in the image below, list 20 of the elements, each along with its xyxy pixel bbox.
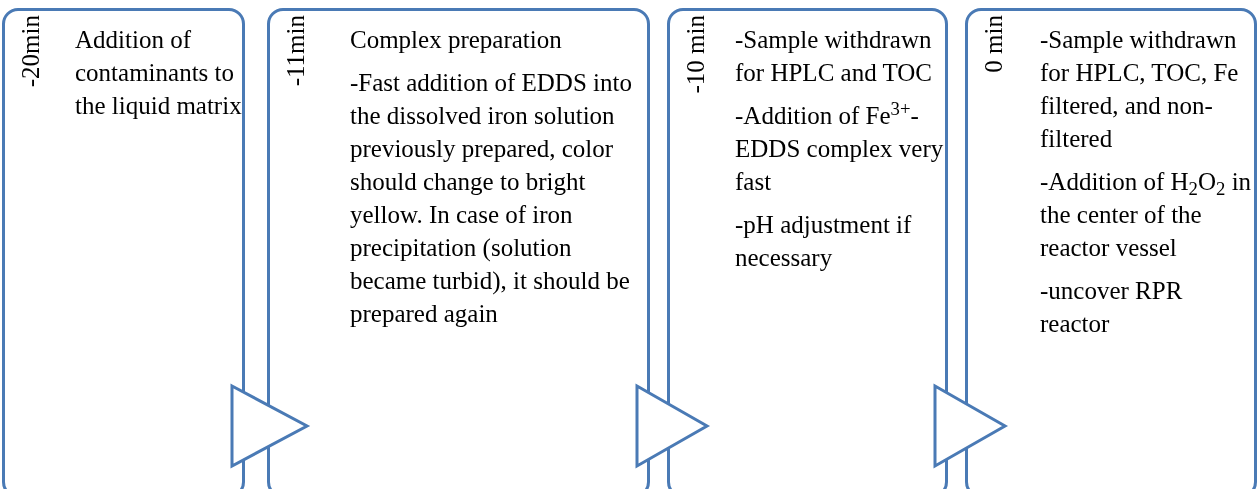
time-label: 0 min (980, 15, 1008, 73)
step-text: -uncover RPR reactor (1040, 276, 1184, 339)
step-text: -Sample withdrawn for HPLC and TOC (735, 25, 933, 88)
step-text: -Addition of H$_{2}$O$_{2}$ in the center of the reactor vessel (1040, 167, 1253, 263)
time-label: -20min (17, 15, 45, 88)
time-label: -10 min (682, 15, 710, 94)
step-text: -Addition of Fe$^{3+}$-EDDS complex very fast (735, 99, 945, 197)
chevron-arrow (230, 383, 311, 469)
step-box (267, 8, 650, 489)
step-box (2, 8, 245, 489)
step-text: -Sample withdrawn for HPLC, TOC, Fe filtered, and non-filtered (1040, 25, 1240, 154)
step-text: -Fast addition of EDDS into the dissolved iron solution previously prepared, color should change to bright yellow. In case of iron precipitation (solution became turbid), it should be prepared again (350, 68, 633, 329)
chevron-arrow (635, 383, 711, 469)
chevron-arrow (933, 383, 1009, 469)
time-label: -11min (282, 15, 310, 87)
step-text: Addition of contaminants to the liquid matrix (75, 25, 243, 121)
step-text: -pH adjustment if necessary (735, 210, 913, 273)
step-text: Complex preparation (350, 25, 563, 55)
step-box (965, 8, 1257, 489)
step-box (667, 8, 948, 489)
